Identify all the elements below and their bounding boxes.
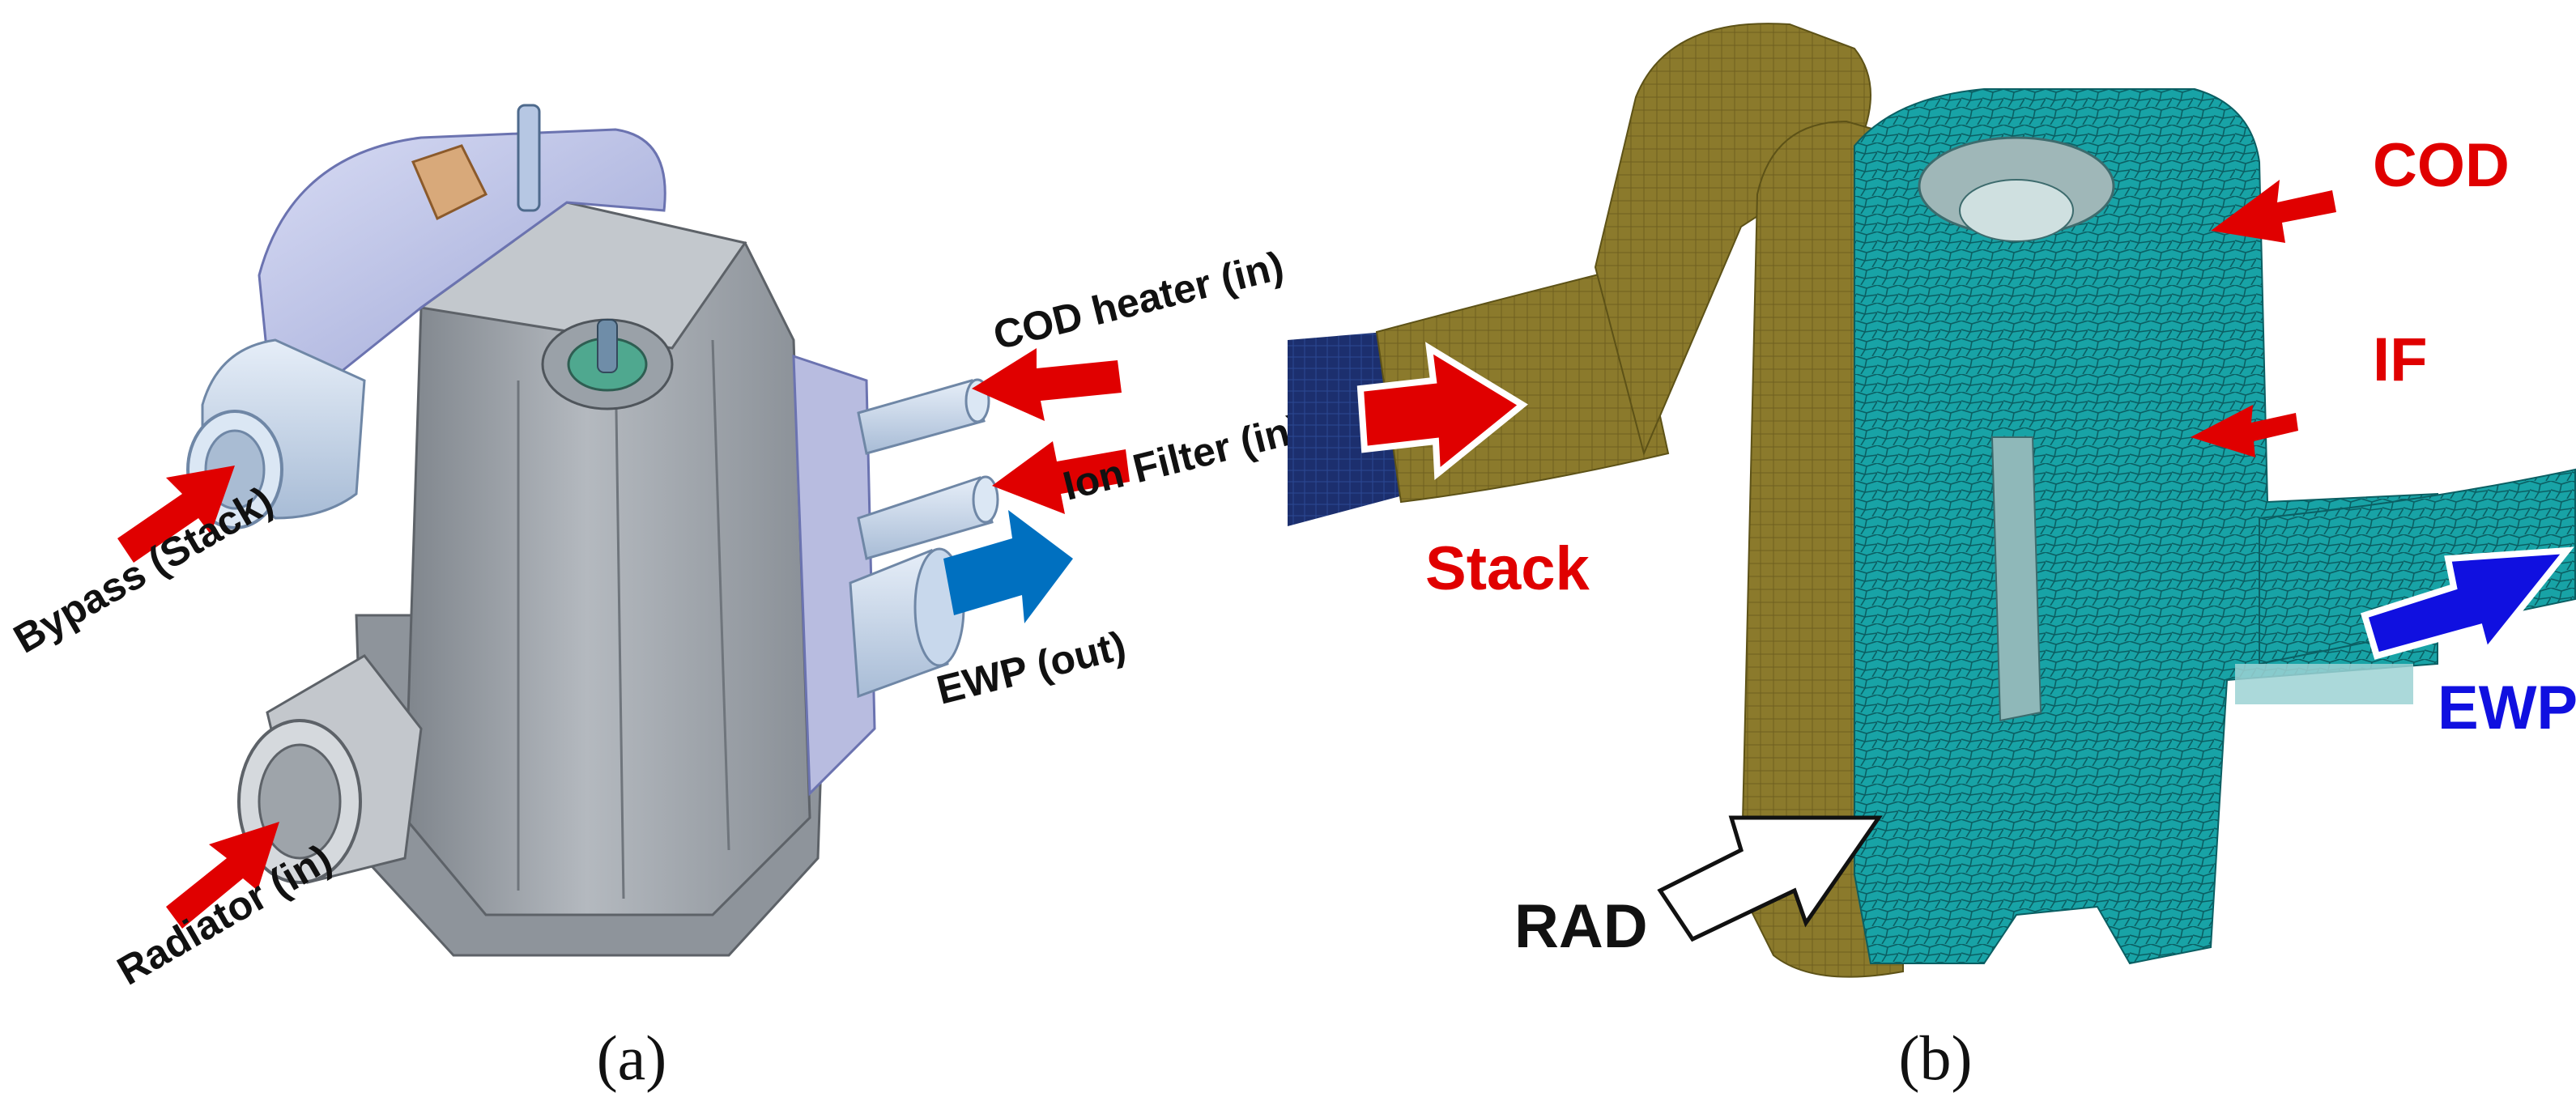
rad-arrow — [1657, 815, 1883, 942]
if-label: IF — [2373, 325, 2428, 394]
right-side-cover — [792, 354, 876, 797]
bypass-label: Bypass (Stack) — [6, 478, 280, 662]
main-housing-body — [403, 241, 811, 916]
ion-filter-arrow — [992, 441, 1130, 514]
ewp-out-arrow — [943, 510, 1073, 623]
ion-filter-label: Ion Filter (in) — [1058, 406, 1288, 509]
stack-pipe-blue-end — [1288, 332, 1409, 526]
mesh-cross-section-drawing: COD IF Stack EWP RAD — [1288, 23, 2576, 978]
ewp-label: EWP — [2438, 674, 2576, 742]
thermostat-housing-cad-drawing: COD heater (in) Ion Filter (in) EWP (out… — [6, 104, 1288, 994]
panel-a-caption: (a) — [596, 1023, 667, 1093]
rad-label: RAD — [1514, 892, 1648, 961]
stack-arrow — [1356, 342, 1528, 481]
cod-heater-label: COD heater (in) — [989, 243, 1288, 359]
top-nipple — [517, 104, 541, 212]
panel-b-mesh-model: COD IF Stack EWP RAD (b) — [1288, 0, 2576, 1114]
stack-label: Stack — [1425, 534, 1590, 603]
cod-heater-arrow — [972, 348, 1122, 421]
inner-channel — [1991, 436, 2042, 722]
ewp-arrow — [2361, 546, 2574, 660]
radiator-label: Radiator (in) — [110, 836, 339, 994]
panel-b-caption: (b) — [1898, 1023, 1973, 1093]
radiator-arrow — [166, 822, 279, 929]
fluid-mesh-domain — [1854, 88, 2438, 965]
cod-label: COD — [2373, 131, 2510, 200]
cod-heater-pipe — [857, 379, 986, 455]
cod-arrow — [2211, 180, 2336, 243]
ewp-out-label: EWP (out) — [932, 623, 1130, 713]
panel-a-cad-model: COD heater (in) Ion Filter (in) EWP (out… — [6, 104, 1288, 1093]
ion-filter-pipe — [857, 476, 994, 560]
bypass-arrow — [117, 466, 235, 563]
sensor-connector — [411, 144, 488, 221]
if-arrow — [2191, 405, 2298, 457]
